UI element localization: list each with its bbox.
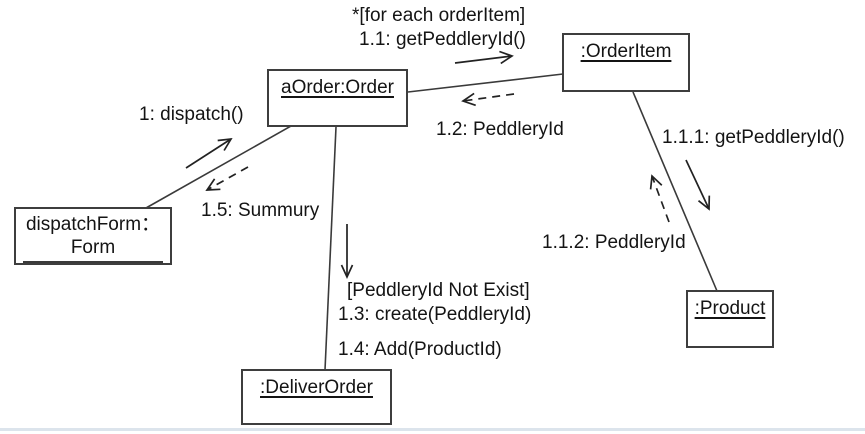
message-label-1-1-2-peddleryid: 1.1.2: PeddleryId bbox=[542, 232, 686, 253]
object-label-dispatchform: dispatchForm： Form bbox=[23, 213, 163, 263]
arrow-msg-1-5 bbox=[205, 166, 249, 191]
object-box-deliverorder: :DeliverOrder bbox=[241, 369, 392, 425]
arrow-msg-1-2 bbox=[461, 92, 515, 107]
message-label-1-1-getpeddleryid: 1.1: getPeddleryId() bbox=[359, 29, 526, 50]
arrow-msg-1-1-2 bbox=[649, 174, 670, 223]
arrow-msg-1 bbox=[185, 137, 233, 169]
object-label-dispatchform-line1: dispatchForm： bbox=[25, 214, 161, 235]
link-aorder-orderitem bbox=[407, 73, 564, 93]
object-label-dispatchform-line2: Form bbox=[70, 237, 116, 258]
message-label-1-2-peddleryid: 1.2: PeddleryId bbox=[436, 119, 564, 140]
object-label-deliverorder: :DeliverOrder bbox=[260, 377, 373, 398]
arrow-msg-1-1 bbox=[454, 50, 514, 65]
link-dispatchform-aorder bbox=[145, 125, 292, 209]
bottom-edge-rule bbox=[0, 428, 865, 431]
message-label-peddleryid-not-exist-guard: [PeddleryId Not Exist] bbox=[347, 280, 530, 301]
object-box-product: :Product bbox=[686, 290, 774, 348]
object-label-product: :Product bbox=[694, 298, 766, 319]
arrow-msg-1-1-1 bbox=[685, 159, 711, 211]
message-label-1-5-summury: 1.5: Summury bbox=[201, 200, 320, 221]
object-box-orderitem: :OrderItem bbox=[562, 33, 690, 92]
message-label-1-1-1-getpeddleryid: 1.1.1: getPeddleryId() bbox=[662, 127, 845, 148]
link-orderitem-product bbox=[632, 91, 718, 292]
link-aorder-deliverorder bbox=[324, 126, 337, 371]
object-box-aorder-order: aOrder:Order bbox=[267, 69, 408, 127]
object-box-dispatchform: dispatchForm： Form bbox=[14, 207, 172, 265]
message-label-1-dispatch: 1: dispatch() bbox=[139, 104, 244, 125]
message-label-1-4-add: 1.4: Add(ProductId) bbox=[338, 339, 502, 360]
message-label-1-3-create: 1.3: create(PeddleryId) bbox=[338, 304, 532, 325]
message-label-iteration-guard: *[for each orderItem] bbox=[352, 5, 526, 26]
object-label-aorder-order: aOrder:Order bbox=[281, 77, 394, 98]
object-label-orderitem: :OrderItem bbox=[580, 41, 672, 62]
arrow-msg-1-3-1-4 bbox=[340, 224, 354, 280]
